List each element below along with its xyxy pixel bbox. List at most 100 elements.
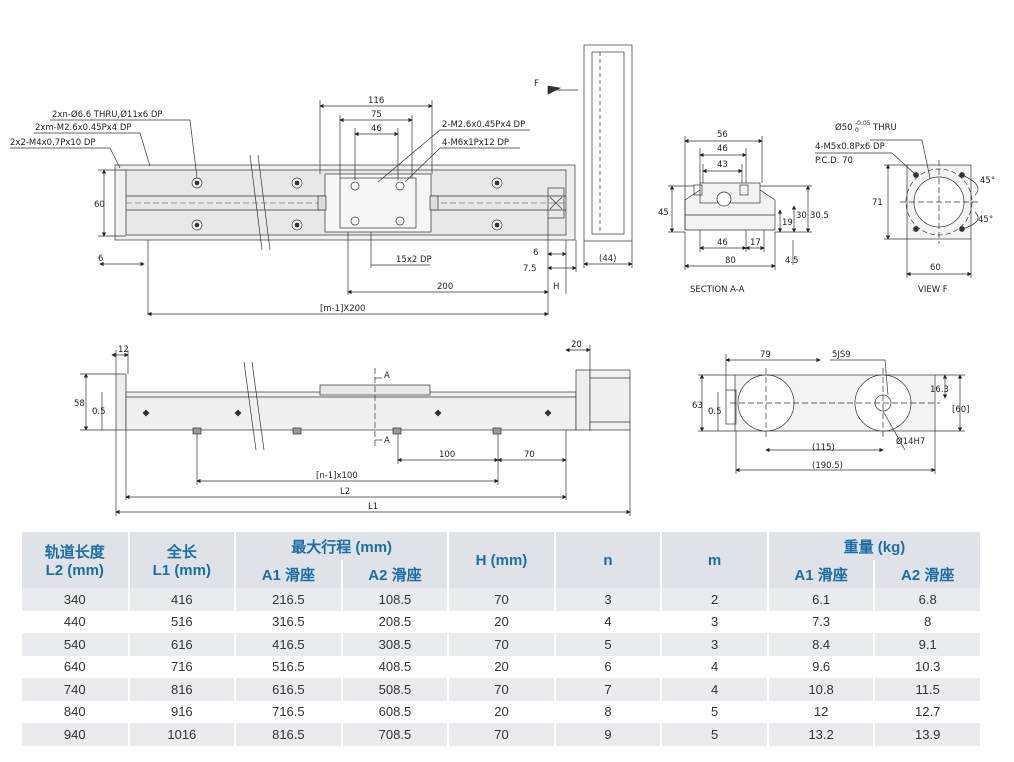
dim-15x2: 15x2 DP	[396, 255, 432, 265]
sv-dim-20: 20	[571, 340, 582, 350]
table-cell: 4	[661, 655, 769, 678]
table-cell: 3	[554, 588, 663, 611]
aa-dim-46: 46	[717, 144, 728, 154]
sv-section-a-bottom: A	[384, 436, 390, 446]
table-cell: 308.5	[341, 633, 450, 656]
sv-dim-l2: L2	[340, 487, 350, 497]
th-weight-a1: A1 滑座	[767, 560, 876, 588]
dim-60: 60	[94, 200, 105, 210]
vf-tol-dia: Ø50	[835, 122, 853, 133]
table-cell: 70	[448, 633, 556, 656]
vf-pcd: P.C.D. 70	[815, 156, 853, 166]
table-cell: 2	[661, 588, 769, 611]
table-cell: 70	[448, 588, 556, 611]
vf-tol-lower: 0	[855, 127, 859, 134]
th-max-stroke: 最大行程 (mm)	[235, 532, 450, 560]
aa-dim-45: 45	[658, 208, 669, 218]
table-cell: 340	[22, 588, 130, 611]
ev-dim-0-5: 0.5	[708, 407, 722, 417]
sv-dim-n-pitch: [n-1]x100	[316, 471, 358, 481]
ev-dim-115: (115)	[812, 443, 835, 453]
dim-7-5: 7.5	[523, 264, 537, 274]
ev-dim-60: [60]	[952, 405, 969, 415]
table-cell: 616	[128, 633, 237, 656]
dim-75: 75	[371, 110, 382, 120]
th-h: H (mm)	[448, 532, 556, 588]
callout-carriage-m6: 4-M6x1Px12 DP	[442, 138, 509, 148]
table-cell: 6	[554, 655, 663, 678]
dim-6-left: 6	[98, 254, 103, 264]
front-view	[10, 44, 633, 317]
dim-m-pitch: [m-1]X200	[320, 304, 365, 314]
aa-dim-80: 80	[725, 256, 736, 266]
callout-carriage-m26: 2-M2.6x0.45Px4 DP	[442, 120, 525, 130]
table-cell: 716.5	[235, 700, 343, 723]
table-cell: 316.5	[235, 610, 343, 633]
ev-dim-16-3: 16.3	[930, 385, 949, 395]
th-weight-a2: A2 滑座	[874, 560, 982, 588]
sv-dim-0-5: 0.5	[92, 407, 106, 417]
section-aa	[668, 136, 812, 270]
table-cell: 440	[22, 610, 130, 633]
table-cell: 816.5	[235, 723, 343, 746]
dim-6-right: 6	[533, 248, 538, 258]
vf-angle-b: 45°	[978, 215, 993, 225]
vf-tol-upper: -0.05	[855, 120, 871, 127]
sv-section-a-top: A	[384, 371, 390, 381]
technical-drawing: 2xn-Ø6.6 THRU,Ø11x6 DP 2xm-M2.6x0.45Px4 …	[10, 44, 995, 516]
ev-dim-63: 63	[692, 401, 703, 411]
table-cell: 208.5	[341, 610, 450, 633]
table-cell: 10.3	[874, 655, 982, 678]
th-n: n	[554, 532, 663, 588]
table-cell: 3	[661, 633, 769, 656]
ev-dim-14h7: Ø14H7	[896, 436, 925, 447]
aa-dim-17: 17	[750, 238, 761, 248]
ev-dim-190-5: (190.5)	[812, 461, 843, 471]
aa-dim-30-5: 30.5	[810, 211, 829, 221]
ev-dim-5js9: 5JS9	[832, 350, 851, 360]
th-stroke-a2: A2 滑座	[341, 560, 450, 588]
mount-holes	[191, 177, 503, 231]
vf-dim-71: 71	[872, 198, 883, 208]
table-cell: 9.6	[767, 655, 876, 678]
table-cell: 10.8	[767, 678, 876, 701]
callout-m4: 2x2-M4x0.7Px10 DP	[10, 138, 96, 148]
aa-dim-56: 56	[717, 130, 728, 140]
table-cell: 13.2	[767, 723, 876, 746]
table-cell: 8	[554, 700, 663, 723]
table-cell: 608.5	[341, 700, 450, 723]
table-cell: 6.8	[874, 588, 982, 611]
table-cell: 8.4	[767, 633, 876, 656]
table-cell: 1016	[128, 723, 237, 746]
sv-dim-70: 70	[524, 450, 535, 460]
table-cell: 6.1	[767, 588, 876, 611]
table-cell: 5	[554, 633, 663, 656]
table-cell: 816	[128, 678, 237, 701]
table-cell: 20	[448, 700, 556, 723]
table-cell: 20	[448, 655, 556, 678]
table-cell: 13.9	[874, 723, 982, 746]
vf-angle-a: 45°	[980, 176, 995, 186]
dim-46: 46	[371, 124, 382, 134]
table-cell: 540	[22, 633, 130, 656]
table-cell: 840	[22, 700, 130, 723]
dim-200: 200	[437, 282, 453, 292]
sv-dim-l1: L1	[368, 502, 378, 512]
table-cell: 12	[767, 700, 876, 723]
table-cell: 8	[874, 610, 982, 633]
th-weight: 重量 (kg)	[767, 532, 983, 560]
dim-116: 116	[368, 96, 384, 106]
table-cell: 4	[661, 678, 769, 701]
drawing-labels: 2xn-Ø6.6 THRU,Ø11x6 DP 2xm-M2.6x0.45Px4 …	[10, 79, 995, 512]
table-cell: 5	[661, 723, 769, 746]
table-cell: 108.5	[341, 588, 450, 611]
table-cell: 20	[448, 610, 556, 633]
table-cell: 516.5	[235, 655, 343, 678]
